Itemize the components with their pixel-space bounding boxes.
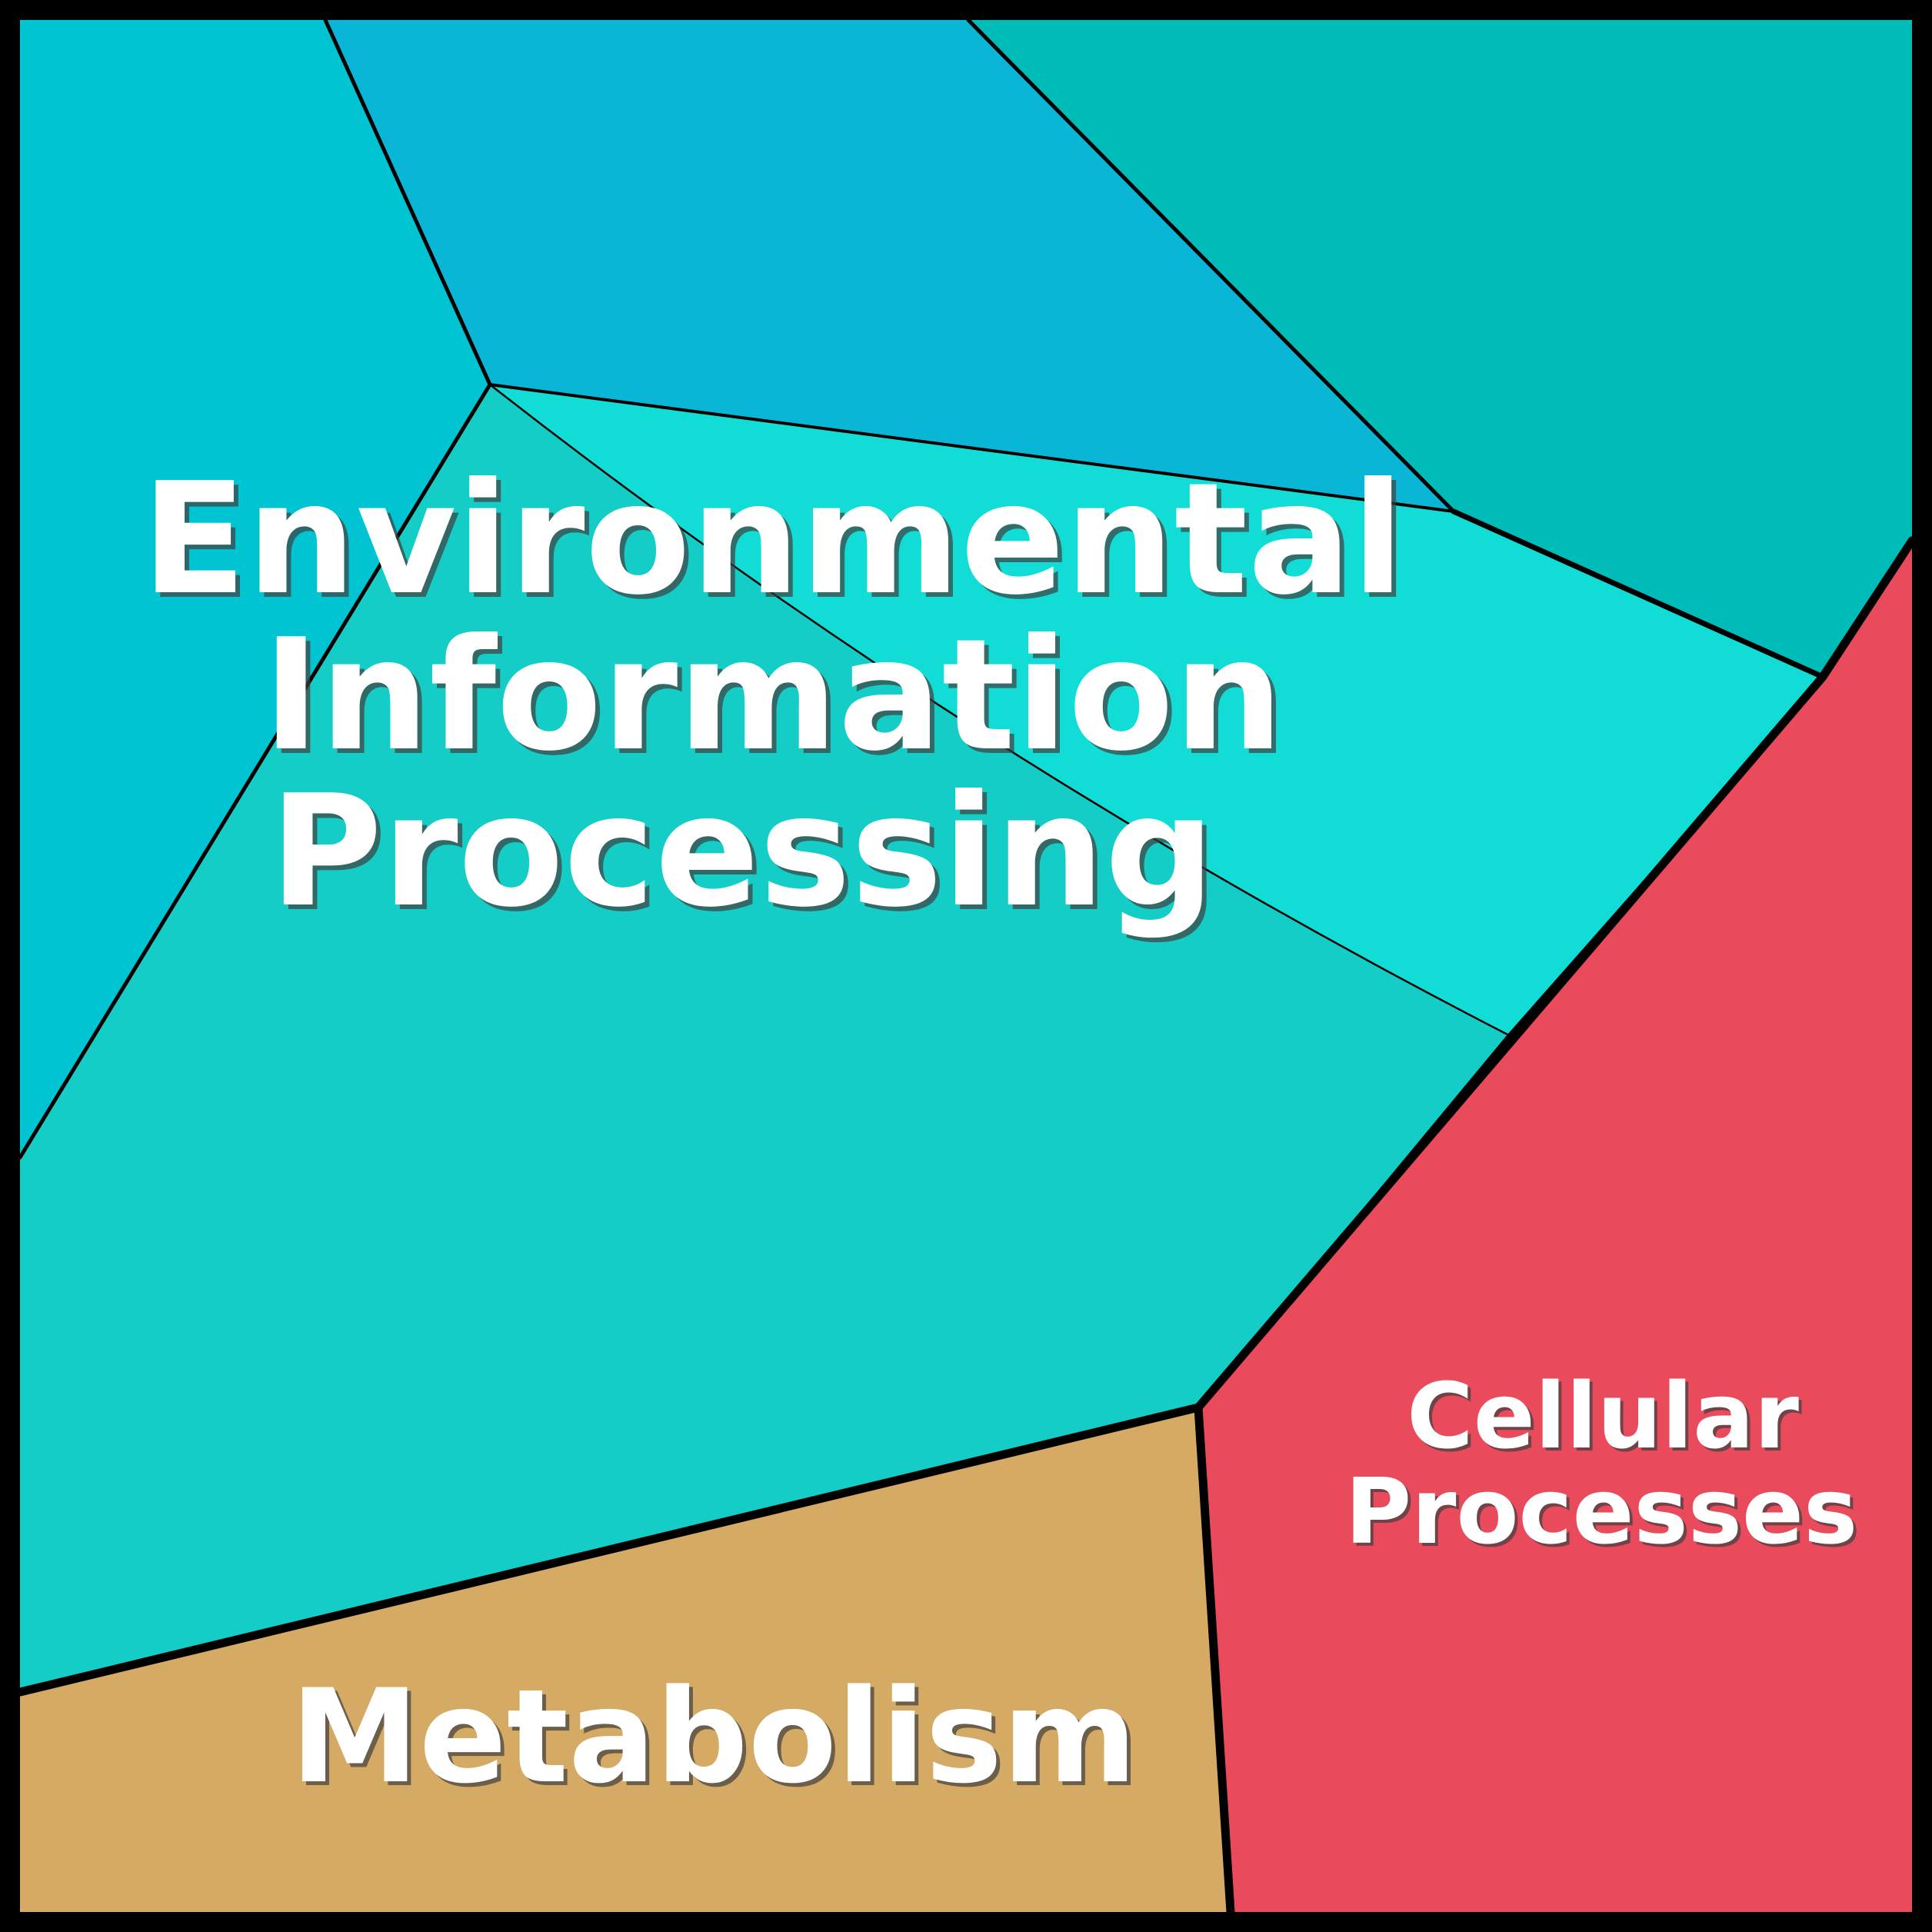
region-environmental-subcell-upper [490, 385, 1823, 1034]
border-topleft-topmiddle [323, 18, 492, 387]
border-environmental-cellular [1194, 672, 1827, 1412]
subcell-divider-line [488, 383, 1509, 1036]
region-top-right [968, 20, 1912, 677]
cellular-label-line2: Processes [1345, 1458, 1857, 1564]
cellular-label-shadow-line1: Cellular [1410, 1366, 1802, 1472]
border-topleft-environmental [18, 382, 492, 1160]
border-topmiddle-topright [966, 18, 1456, 514]
cell-labels: Environmental Information Processing Met… [142, 450, 1857, 1812]
cellular-label-shadow-line2: Processes [1348, 1461, 1860, 1567]
border-metabolism-cellular [1194, 1403, 1235, 1917]
environmental-label-shadow-line1: Environmental [146, 455, 1409, 634]
region-environmental-subcell-lower [20, 385, 1507, 1692]
environmental-label-shadow-line2: Information [267, 611, 1287, 790]
region-metabolism [20, 1407, 1231, 1912]
environmental-label-line1: Environmental [142, 450, 1404, 629]
cell-label-shadows: Environmental Information Processing Met… [146, 455, 1860, 1816]
region-cellular-processes [1198, 541, 1912, 1912]
region-top-middle [325, 20, 1454, 511]
cell-fills [20, 20, 1912, 1912]
border-topright-cellular [1818, 536, 1917, 681]
cellular-label-line1: Cellular [1407, 1363, 1799, 1469]
border-topright-environmental [1451, 508, 1826, 680]
border-environmental-metabolism [15, 1403, 1203, 1697]
region-top-left [20, 20, 490, 1158]
metabolism-label: Metabolism [291, 1661, 1138, 1812]
border-topmiddle-environmental [488, 383, 1455, 513]
metabolism-label-shadow: Metabolism [295, 1665, 1141, 1816]
environmental-label-shadow-line3: Processing [274, 767, 1219, 946]
environmental-label-line2: Information [262, 606, 1283, 785]
environmental-label-line3: Processing [269, 762, 1214, 941]
